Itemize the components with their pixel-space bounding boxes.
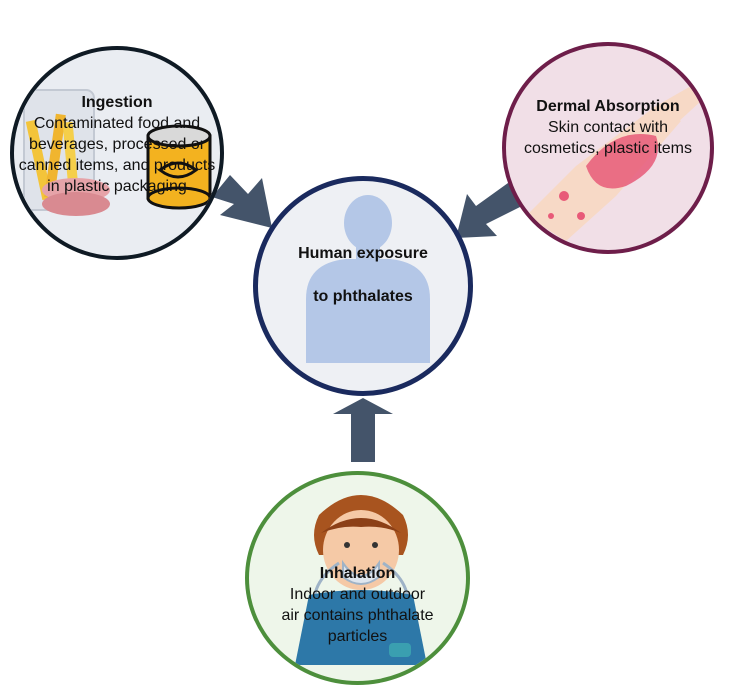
arrow-dermal-to-center [456, 183, 526, 238]
dermal-title: Dermal Absorption [536, 98, 680, 115]
ingestion-description: Contaminated food and beverages, process… [18, 115, 216, 195]
arrow-inhalation-to-center [333, 398, 393, 462]
dermal-absorption-circle: Dermal Absorption Skin contact with cosm… [502, 42, 714, 254]
ingestion-label: Ingestion Contaminated food and beverage… [14, 92, 220, 197]
skin-rash-hand-icon [526, 86, 701, 241]
child-inhaler-icon [295, 495, 427, 665]
ingestion-circle: Ingestion Contaminated food and beverage… [10, 46, 224, 260]
center-title-line1: Human exposure [298, 245, 428, 262]
person-silhouette-icon [306, 195, 430, 363]
center-label: Human exposure to phthalates [258, 243, 468, 307]
dermal-label: Dermal Absorption Skin contact with cosm… [506, 96, 710, 159]
inhalation-title: Inhalation [319, 565, 396, 582]
canned-food-icon [23, 89, 212, 216]
dermal-description: Skin contact with cosmetics, plastic ite… [523, 119, 693, 157]
ingestion-title: Ingestion [81, 94, 153, 111]
arrow-ingestion-to-center [212, 175, 272, 228]
center-title-line2: to phthalates [313, 288, 413, 305]
inhalation-description: Indoor and outdoor air contains phthalat… [281, 586, 434, 645]
inhalation-label: Inhalation Indoor and outdoor air contai… [249, 563, 466, 647]
human-exposure-circle: Human exposure to phthalates [253, 176, 473, 396]
inhalation-circle: Inhalation Indoor and outdoor air contai… [245, 471, 470, 685]
